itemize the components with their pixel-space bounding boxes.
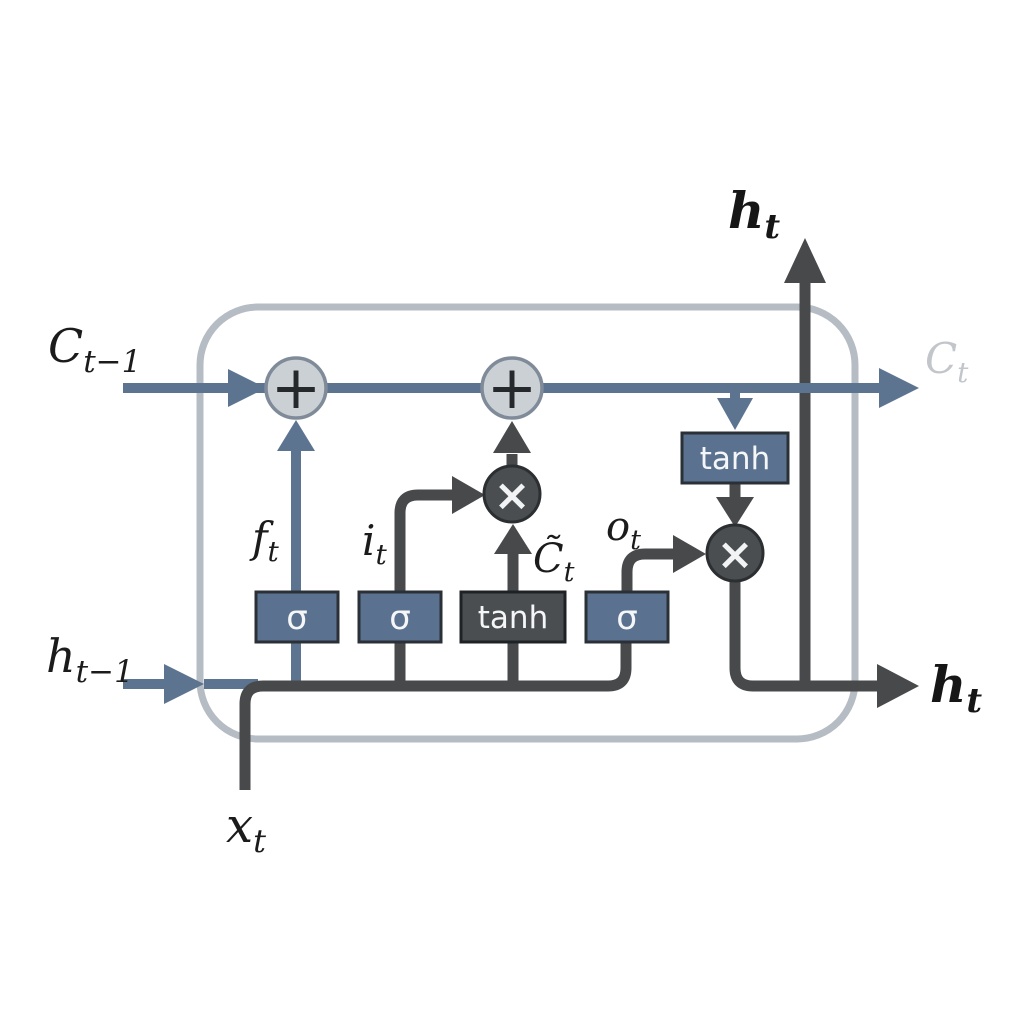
input-gate-arrowhead [452, 476, 485, 514]
sigma-input-label: σ [389, 598, 411, 638]
add-op-2-symbol: + [487, 353, 537, 423]
hidden-state-out-top-label: ht [728, 181, 780, 247]
add-op-1-symbol: + [271, 353, 321, 423]
mul-op-candidate-circle [482, 464, 542, 524]
cell-state-out-arrowhead [879, 368, 919, 408]
forget-gate-label: ft [249, 513, 280, 568]
cell-state-out-label: Ct [925, 334, 969, 389]
add-op-1-circle [264, 356, 328, 420]
hidden-prev-arrowhead [164, 664, 204, 704]
sigma-input-box [357, 590, 443, 644]
tanh-cell-box [680, 431, 790, 485]
cell-state-mid-arrowhead [228, 369, 266, 407]
mul-op-candidate-symbol: × [494, 470, 531, 521]
candidate-arrowhead [494, 524, 532, 554]
tanh-cell-arrowhead [716, 497, 754, 527]
hidden-state-out-right-label: ht [930, 655, 982, 721]
cell-boundary [196, 303, 859, 743]
tanh-gate-label: tanh [478, 600, 548, 636]
input-xt-line [239, 642, 632, 790]
output-gate-arrowhead [673, 535, 706, 573]
sigma-output-box [584, 590, 670, 644]
sigma-forget-box [254, 590, 340, 644]
output-gate-line [621, 548, 673, 592]
hidden-out-up-arrowhead [784, 238, 826, 283]
output-gate-label: ot [606, 504, 641, 556]
mul-op-output-circle [705, 523, 765, 583]
sigma-forget-label: σ [286, 598, 308, 638]
candidate-label: C̃t [533, 535, 575, 588]
mul-op-output-symbol: × [717, 529, 754, 580]
sigma-output-label: σ [616, 598, 638, 638]
forget-gate-arrowhead [277, 420, 315, 451]
hidden-state-prev-label: ht−1 [46, 629, 134, 690]
tanh-gate-box [459, 590, 567, 644]
add-op-2-circle [480, 356, 544, 420]
input-xt-label: xt [226, 798, 266, 860]
state-to-tanh-arrowhead [717, 398, 753, 430]
cell-state-prev-label: Ct−1 [48, 319, 141, 380]
hidden-out-line [729, 581, 879, 692]
tanh-cell-label: tanh [700, 441, 770, 477]
input-gate-line [394, 489, 452, 592]
input-gate-label: it [362, 516, 387, 571]
mul-to-add-arrowhead [493, 421, 531, 453]
hidden-out-arrowhead [877, 664, 919, 708]
